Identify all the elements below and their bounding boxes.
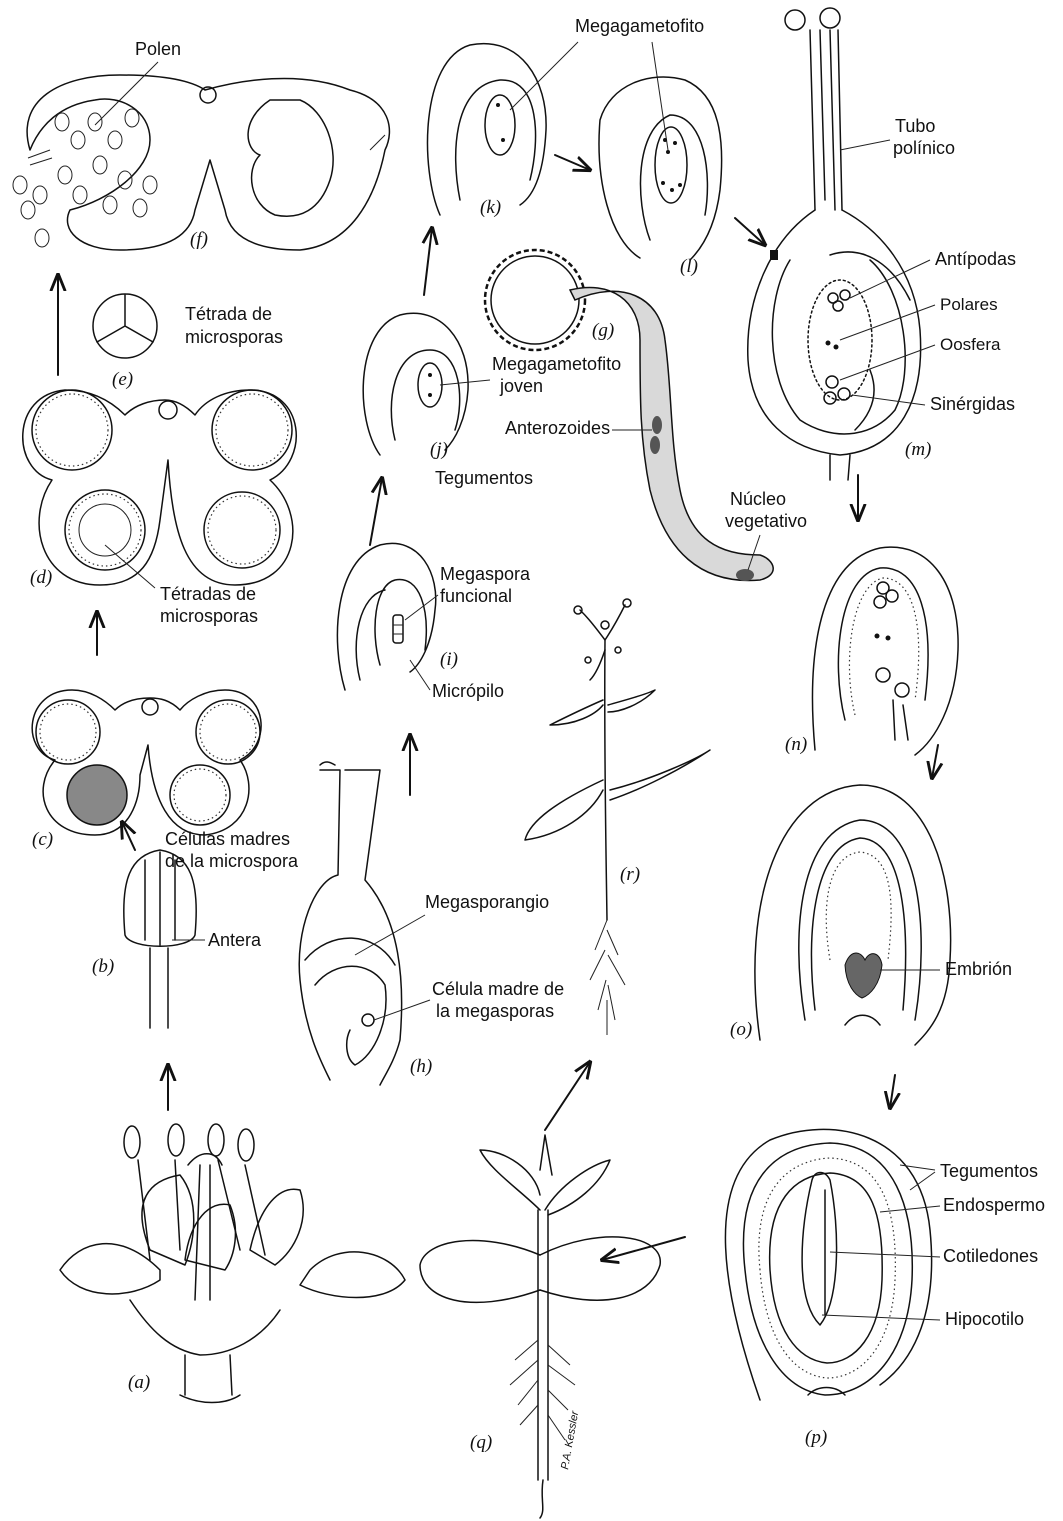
label-tegumentos-p: Tegumentos: [940, 1161, 1038, 1181]
arrow-k-to-l: [555, 155, 590, 170]
anther-section-d: [23, 390, 296, 585]
panel-label-r: (r): [620, 864, 640, 885]
arrow-o-to-p: [890, 1075, 895, 1108]
panel-label-d: (d): [30, 567, 52, 588]
label-nucleo-2: vegetativo: [725, 511, 807, 531]
label-megagametofito-joven-2: joven: [499, 376, 543, 396]
panel-label-a: (a): [128, 1372, 150, 1393]
label-embrion: Embrión: [945, 959, 1012, 979]
arrow-q-to-r: [545, 1062, 590, 1130]
arrow-l-to-m: [735, 218, 765, 245]
mature-plant-r: [525, 599, 710, 1035]
ovule-n: [813, 547, 959, 755]
panel-label-n: (n): [785, 734, 807, 755]
label-celulas-madres-1: Células madres: [165, 829, 290, 849]
label-megasporangio: Megasporangio: [425, 892, 549, 912]
ovule-l: [599, 77, 722, 260]
panel-label-e: (e): [112, 369, 133, 390]
panel-label-k: (k): [480, 197, 501, 218]
label-megagametofito-joven-1: Megagametofito: [492, 354, 621, 374]
seedling-q: [420, 1135, 660, 1518]
panel-label-m: (m): [905, 439, 931, 460]
label-tegumentos-j: Tegumentos: [435, 468, 533, 488]
tegumentos-leader-2: [910, 1172, 935, 1190]
label-tetradas-1: Tétradas de: [160, 584, 256, 604]
arrow-b-to-c: [122, 822, 135, 850]
tegumentos-leader-1: [900, 1165, 935, 1170]
ovule-i: [337, 543, 435, 690]
label-oosfera: Oosfera: [940, 335, 1001, 354]
label-endospermo: Endospermo: [943, 1195, 1045, 1215]
megagametofito-leader-l: [652, 42, 668, 150]
ovule-k: [428, 44, 547, 215]
label-tetrada-2: microsporas: [185, 327, 283, 347]
megagametofito-joven-leader: [440, 380, 490, 385]
panel-label-l: (l): [680, 256, 698, 277]
label-tetradas-2: microsporas: [160, 606, 258, 626]
label-megaspora-1: Megaspora: [440, 564, 531, 584]
label-megaspora-2: funcional: [440, 586, 512, 606]
panel-label-g: (g): [592, 320, 614, 341]
arrow-j-to-k: [424, 228, 432, 295]
label-tubo-2: polínico: [893, 138, 955, 158]
arrow-n-to-o: [932, 745, 938, 778]
label-polares: Polares: [940, 295, 998, 314]
label-celulas-madres-2: de la microspora: [165, 851, 299, 871]
panel-label-i: (i): [440, 649, 458, 670]
label-tetrada-1: Tétrada de: [185, 304, 272, 324]
label-polen: Polen: [135, 39, 181, 59]
tetradas-leader: [105, 545, 155, 588]
flower-illustration: [60, 1124, 405, 1403]
cotiledones-leader: [830, 1252, 940, 1257]
label-megagametofito: Megagametofito: [575, 16, 704, 36]
polen-leader: [95, 62, 158, 125]
microspore-tetrad: [93, 294, 157, 358]
ovule-h: [299, 762, 401, 1085]
panel-label-f: (f): [190, 229, 208, 250]
panel-label-b: (b): [92, 956, 114, 977]
label-antipodas: Antípodas: [935, 249, 1016, 269]
panel-label-j: (j): [430, 439, 448, 460]
dehiscent-anther-f: [13, 75, 389, 250]
antipodas-leader: [850, 260, 930, 298]
label-antera: Antera: [208, 930, 262, 950]
panel-label-o: (o): [730, 1019, 752, 1040]
label-sinergidas: Sinérgidas: [930, 394, 1015, 414]
label-celula-madre-2: la megasporas: [436, 1001, 554, 1021]
megasporangio-leader: [355, 915, 425, 955]
ovary-m: [748, 8, 921, 480]
hipocotilo-leader: [822, 1315, 940, 1320]
seed-p: [725, 1129, 931, 1400]
illustrator-signature: P.A. Kessler: [559, 1409, 581, 1471]
panel-label-h: (h): [410, 1056, 432, 1077]
label-nucleo-1: Núcleo: [730, 489, 786, 509]
anther-section-c: [32, 690, 261, 835]
label-anterozoides: Anterozoides: [505, 418, 610, 438]
seed-o: [755, 785, 951, 1045]
tubo-leader: [840, 140, 890, 150]
anther-illustration: [124, 850, 196, 1028]
label-celula-madre-1: Célula madre de: [432, 979, 564, 999]
arrow-p-to-q: [602, 1237, 685, 1260]
label-hipocotilo: Hipocotilo: [945, 1309, 1024, 1329]
micropilo-leader: [410, 660, 430, 690]
panel-label-p: (p): [805, 1427, 827, 1448]
arrow-i-to-j: [370, 478, 382, 545]
label-tubo-1: Tubo: [895, 116, 935, 136]
panel-label-q: (q): [470, 1432, 492, 1453]
label-cotiledones: Cotiledones: [943, 1246, 1038, 1266]
pollen-tube-g: [485, 250, 773, 581]
label-micropilo: Micrópilo: [432, 681, 504, 701]
panel-label-c: (c): [32, 829, 53, 850]
